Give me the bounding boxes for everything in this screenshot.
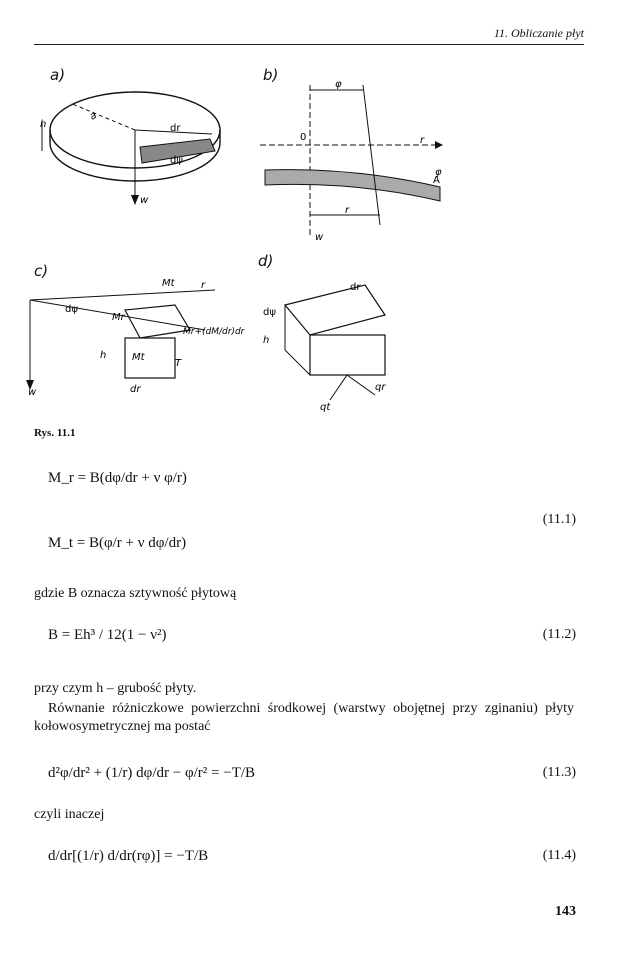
fig-c-r: r — [201, 280, 206, 291]
fig-d-dpsi: dψ — [263, 307, 276, 318]
equation-number-11-4: (11.4) — [542, 848, 576, 863]
text-thickness: przy czym h – grubość płyty. — [34, 681, 197, 696]
panel-label-d: d) — [258, 252, 274, 270]
fig-b-r-top: r — [420, 135, 425, 146]
fig-d-qt: qt — [320, 402, 331, 413]
panel-label-b: b) — [263, 66, 279, 84]
fig-b-r: r — [345, 205, 350, 216]
fig-d-h: h — [263, 335, 269, 346]
fig-d-dr: dr — [350, 282, 361, 293]
figure-caption: Rys. 11.1 — [34, 427, 76, 439]
fig-c-h: h — [100, 350, 106, 361]
page-number: 143 — [555, 904, 576, 919]
panel-label-c: c) — [34, 262, 49, 280]
equation-Mr: M_r = B(dφ/dr + ν φ/r) — [48, 470, 187, 486]
equation-B: B = Eh³ / 12(1 − ν²) — [48, 627, 167, 643]
fig-c-T: T — [175, 358, 182, 369]
fig-b-w: w — [315, 232, 324, 243]
equation-number-11-1: (11.1) — [542, 512, 576, 527]
fig-d-qr: qr — [375, 382, 386, 393]
text-otherwise: czyli inaczej — [34, 807, 105, 822]
fig-c-Mt-top: Mt — [162, 278, 176, 289]
fig-c-w: w — [28, 387, 37, 398]
equation-number-11-2: (11.2) — [542, 627, 576, 642]
fig-b-phi: φ — [335, 79, 342, 90]
diagram-element-shear: dr dψ h qr qt — [263, 282, 386, 413]
fig-c-dr: dr — [130, 384, 141, 395]
header-rule — [34, 44, 584, 45]
fig-a-h: h — [40, 119, 46, 130]
fig-b-A: A — [433, 175, 440, 186]
fig-a-a: a — [88, 110, 99, 123]
fig-a-dr: dr — [170, 123, 181, 134]
fig-c-Mr-plus: Mr+(dM/dr)dr — [183, 327, 246, 337]
diagram-element-moments: r dψ Mt Mr Mr+(dM/dr)dr Mt T h dr w — [26, 278, 246, 398]
fig-c-Mr: Mr — [112, 312, 126, 323]
fig-b-origin: 0 — [300, 132, 306, 143]
text-stiffness-intro: gdzie B oznacza sztywność płytową — [34, 586, 237, 601]
running-header: 11. Obliczanie płyt — [493, 26, 584, 40]
fig-c-Mt: Mt — [132, 352, 146, 363]
diagram-plate-section: φ 0 r A φ r w — [260, 79, 443, 243]
fig-c-dpsi: dψ — [65, 304, 78, 315]
equation-ode-alt: d/dr[(1/r) d/dr(rφ)] = −T/B — [48, 848, 209, 864]
panel-label-a: a) — [50, 66, 66, 84]
fig-a-dpsi: dψ — [170, 155, 183, 166]
fig-a-w: w — [140, 195, 149, 206]
diagram-plate-disc: h a dr dψ w — [40, 91, 221, 206]
equation-ode: d²φ/dr² + (1/r) dφ/dr − φ/r² = −T/B — [48, 765, 256, 781]
text-equation-intro: Równanie różniczkowe powierzchni środkow… — [34, 701, 574, 734]
equation-Mt: M_t = B(φ/r + ν dφ/dr) — [48, 535, 187, 551]
equation-number-11-3: (11.3) — [542, 765, 576, 780]
fig-b-phi2: φ — [435, 167, 442, 178]
